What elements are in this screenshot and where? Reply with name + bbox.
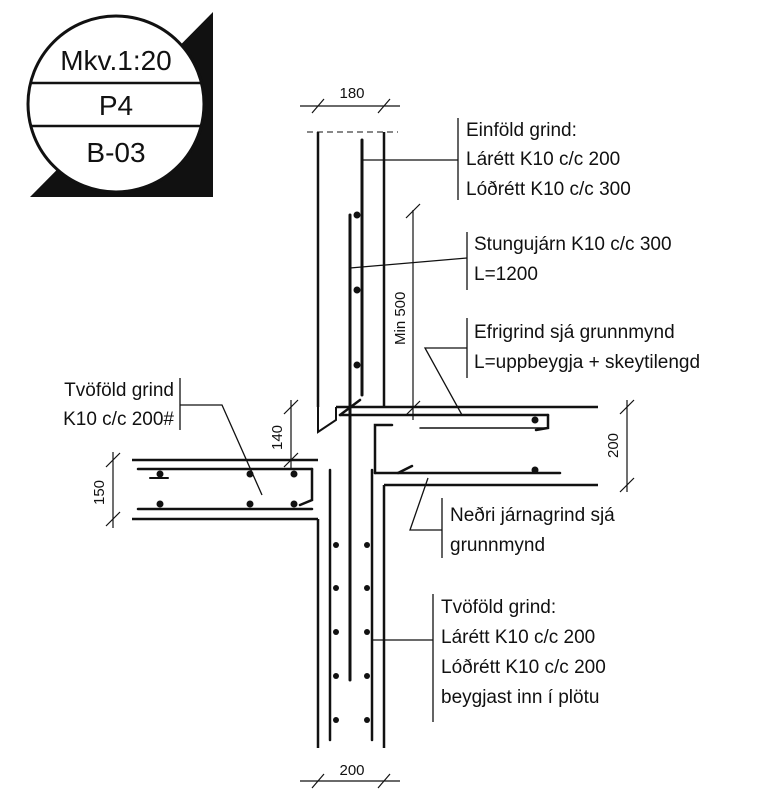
note-line: L=uppbeygja + skeytilengd xyxy=(474,352,700,373)
concrete-outline xyxy=(132,131,598,748)
dim-tick xyxy=(405,400,421,416)
note-line: Neðri járnagrind sjá xyxy=(450,505,615,526)
bar-dot xyxy=(364,717,370,723)
bar-dot xyxy=(353,361,361,369)
note-line: Lóðrétt K10 c/c 300 xyxy=(466,179,631,200)
dim-tick xyxy=(619,399,635,415)
bar-dots xyxy=(156,211,539,723)
note-line: Lóðrétt K10 c/c 200 xyxy=(441,657,606,678)
dim-wall-bottom: 200 xyxy=(339,762,364,779)
note-line: Einföld grind: xyxy=(466,120,577,141)
bar-dot xyxy=(333,542,339,548)
dim-tick xyxy=(377,98,391,114)
bar-dot xyxy=(364,629,370,635)
bar-dot xyxy=(531,466,539,474)
bar-dot xyxy=(531,416,539,424)
right-slab-bottom-upstand xyxy=(373,423,394,475)
note-line: Stungujárn K10 c/c 300 xyxy=(474,234,672,255)
leader-left-slab xyxy=(180,404,263,496)
dim-left-slab-step: 140 xyxy=(269,425,286,450)
dim-tick xyxy=(311,773,325,789)
title-block: Mkv.1:20 P4 B-03 xyxy=(26,12,213,197)
dim-tick xyxy=(619,477,635,493)
sheet-number: B-03 xyxy=(86,137,145,168)
title-block-circle xyxy=(26,14,206,194)
note-line: Efrigrind sjá grunnmynd xyxy=(474,322,675,343)
note-starter-bars: Stungujárn K10 c/c 300 L=1200 xyxy=(474,234,672,285)
bar-dot xyxy=(353,286,361,294)
right-slab-bottom-hook xyxy=(396,464,414,475)
note-line: Tvöföld grind: xyxy=(441,597,556,618)
bar-dot xyxy=(364,585,370,591)
bar-dot xyxy=(156,470,164,478)
dim-tick xyxy=(405,203,421,219)
dim-tick xyxy=(105,452,121,468)
dim-tick xyxy=(311,98,325,114)
note-line: K10 c/c 200# xyxy=(63,409,174,430)
leader-top-mesh xyxy=(423,347,467,416)
bar-dot xyxy=(156,500,164,508)
bar-dot xyxy=(333,673,339,679)
note-upper-wall: Einföld grind: Lárétt K10 c/c 200 Lóðrét… xyxy=(466,120,631,200)
leader-lines xyxy=(179,118,468,722)
bar-dot xyxy=(364,542,370,548)
bar-dot xyxy=(353,211,361,219)
note-line: Tvöföld grind xyxy=(64,380,174,401)
dim-tick xyxy=(377,773,391,789)
bar-dot xyxy=(333,585,339,591)
dim-wall-top: 180 xyxy=(339,85,364,102)
bar-dot xyxy=(333,717,339,723)
note-top-mesh: Efrigrind sjá grunnmynd L=uppbeygja + sk… xyxy=(474,322,700,373)
note-lower-wall: Tvöföld grind: Lárétt K10 c/c 200 Lóðrét… xyxy=(441,597,606,708)
note-line: grunnmynd xyxy=(450,535,545,556)
leader-bottom-mesh xyxy=(409,477,442,531)
dim-tick xyxy=(105,511,121,527)
bar-dot xyxy=(364,673,370,679)
reinforcement-bars xyxy=(136,138,562,742)
dimension-lines xyxy=(105,98,635,789)
right-slab-top-bend xyxy=(338,398,362,417)
bar-dot xyxy=(333,629,339,635)
note-line: Lárétt K10 c/c 200 xyxy=(441,627,595,648)
dim-lap-min: Min 500 xyxy=(392,292,409,345)
leader-starter xyxy=(349,257,468,269)
dim-tick xyxy=(283,399,299,415)
bar-dot xyxy=(290,500,298,508)
bar-dot xyxy=(290,470,298,478)
dim-tick xyxy=(283,452,299,468)
dim-right-slab-thickness: 200 xyxy=(605,433,622,458)
bar-dot xyxy=(246,500,254,508)
detail-number: P4 xyxy=(99,90,133,121)
note-line: beygjast inn í plötu xyxy=(441,687,599,708)
wall-kink xyxy=(317,407,337,434)
left-slab-bend xyxy=(298,467,314,507)
note-bottom-mesh: Neðri járnagrind sjá grunnmynd xyxy=(450,505,615,556)
note-left-slab: Tvöföld grind K10 c/c 200# xyxy=(63,380,174,430)
note-line: L=1200 xyxy=(474,264,538,285)
dim-left-slab-thickness: 150 xyxy=(91,480,108,505)
scale-label: Mkv.1:20 xyxy=(60,45,172,76)
note-line: Lárétt K10 c/c 200 xyxy=(466,149,620,170)
